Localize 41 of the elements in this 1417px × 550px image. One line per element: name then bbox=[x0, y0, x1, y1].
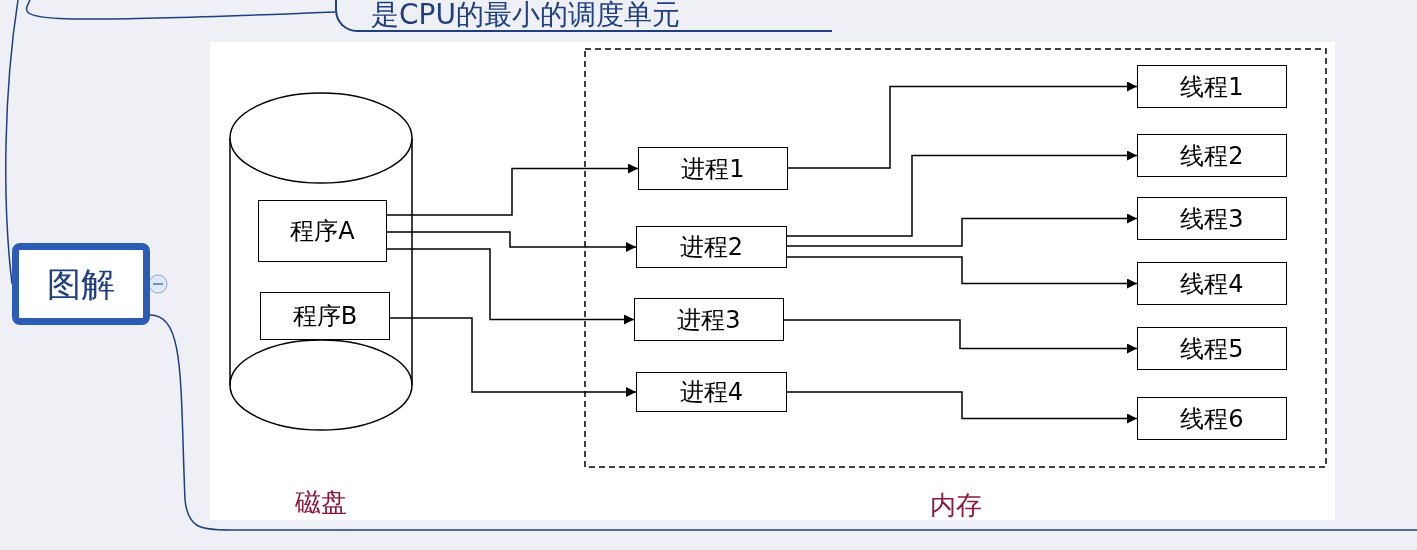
arrow bbox=[386, 231, 637, 252]
box-label: 进程4 bbox=[678, 377, 745, 408]
process-box bbox=[1137, 197, 1287, 240]
branch-line bbox=[25, 0, 336, 20]
process-box bbox=[1137, 397, 1287, 440]
subtopic-node bbox=[335, 0, 832, 32]
memory-label: 内存 bbox=[928, 489, 983, 522]
box-label: 线程4 bbox=[1179, 268, 1245, 300]
box-label: 进程2 bbox=[678, 232, 745, 263]
arrow bbox=[786, 391, 1138, 424]
box-label: 线程1 bbox=[1179, 71, 1245, 103]
box-label: 线程2 bbox=[1179, 140, 1245, 172]
arrow bbox=[389, 317, 637, 397]
arrow bbox=[386, 248, 635, 325]
process-box bbox=[638, 147, 788, 190]
process-box bbox=[1137, 262, 1287, 305]
box-label: 程序B bbox=[291, 301, 359, 332]
box-label: 进程1 bbox=[680, 153, 746, 185]
arrow bbox=[786, 213, 1138, 247]
arrow bbox=[786, 256, 1138, 289]
box-label: 进程3 bbox=[676, 304, 742, 336]
box-label: 线程6 bbox=[1179, 403, 1245, 435]
disk-label: 磁盘 bbox=[294, 486, 348, 519]
process-box bbox=[636, 226, 787, 268]
process-box bbox=[1137, 65, 1287, 108]
box-label: 程序A bbox=[289, 216, 356, 247]
process-box bbox=[1137, 327, 1287, 370]
process-box bbox=[634, 298, 784, 341]
box-label: 线程3 bbox=[1179, 203, 1245, 235]
arrow bbox=[783, 319, 1138, 354]
process-box bbox=[1137, 134, 1287, 177]
arrow bbox=[386, 163, 639, 216]
topic-label: 图解 bbox=[46, 263, 116, 306]
process-box bbox=[260, 292, 390, 340]
box-label: 线程5 bbox=[1179, 333, 1245, 365]
process-box bbox=[258, 200, 387, 262]
process-box bbox=[636, 372, 787, 412]
topic-node bbox=[12, 243, 150, 325]
arrow bbox=[787, 81, 1138, 169]
arrow bbox=[786, 150, 1138, 237]
subtopic-label: 是CPU的最小的调度单元 bbox=[371, 0, 680, 33]
